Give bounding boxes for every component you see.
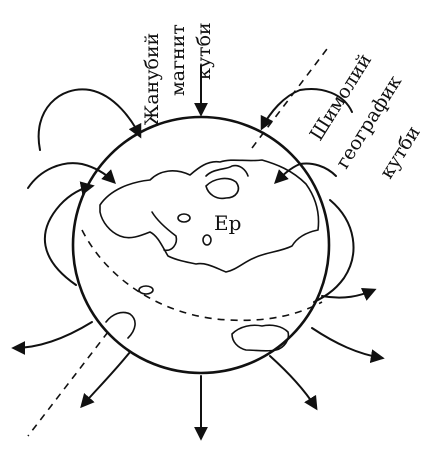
continent-north [206, 166, 248, 176]
svg-text:кутби: кутби [193, 22, 215, 80]
continent-eurasia [100, 160, 319, 272]
continent-inlet [206, 179, 238, 199]
island-2 [203, 235, 211, 245]
field-line-bottom-right-outer [312, 328, 382, 358]
earth: Ер [73, 117, 329, 373]
field-line-bottom-right-inner [270, 356, 316, 408]
svg-text:магнит: магнит [167, 24, 189, 96]
island-1 [178, 214, 190, 222]
earth-outline [73, 117, 329, 373]
geographic-axis-bottom [28, 332, 108, 436]
svg-text:кутби: кутби [376, 122, 425, 183]
svg-text:Жанубий: Жанубий [141, 33, 163, 126]
field-line-bottom-left-outer [14, 322, 92, 348]
earth-label: Ер [214, 211, 241, 235]
north-geographic-pole-label: Шимолий географик кутби [306, 50, 425, 183]
field-line-right-loop [314, 200, 353, 302]
island-3 [139, 286, 153, 294]
equator-line [82, 230, 322, 320]
continent-sea [152, 212, 176, 250]
south-magnetic-pole-label: Жанубий магнит кутби [141, 22, 215, 126]
field-line-bottom-left-inner [82, 352, 130, 406]
